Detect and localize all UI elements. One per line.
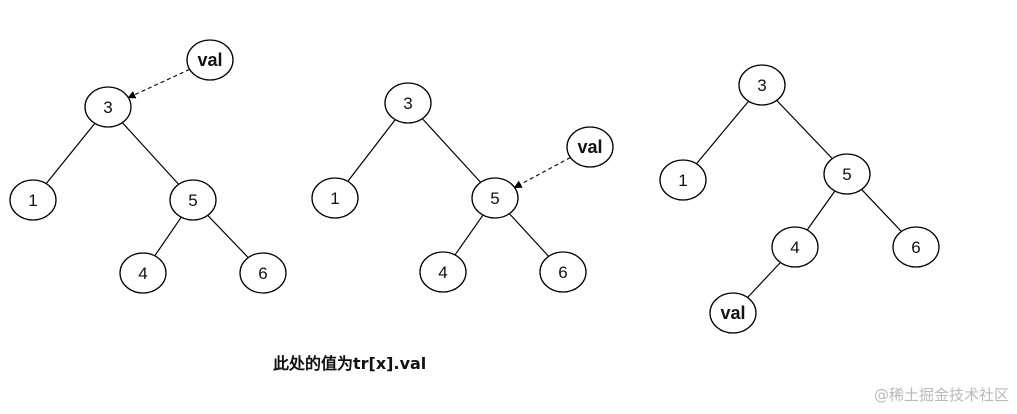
- node-circle: [771, 226, 819, 268]
- node-val: val: [566, 126, 614, 168]
- watermark-text: @稀土掘金技术社区: [873, 386, 1009, 404]
- node-circle: [709, 292, 757, 334]
- node-5: 5: [169, 179, 217, 221]
- node-circle: [186, 39, 234, 81]
- edge-5-4: [454, 214, 484, 256]
- edge-5-6: [508, 213, 550, 257]
- node-6: 6: [539, 251, 587, 293]
- node-4: 4: [119, 252, 167, 294]
- node-circle: [9, 179, 57, 221]
- node-circle: [384, 82, 432, 124]
- node-circle: [419, 251, 467, 293]
- node-6: 6: [892, 226, 940, 268]
- node-6: 6: [239, 252, 287, 294]
- tree-step-3-result: 3 1 5 4 6 val: [659, 64, 940, 334]
- tree-step-1: 3 1 5 4 6 val: [9, 39, 287, 294]
- node-1: 1: [9, 179, 57, 221]
- edge-5-6: [861, 189, 902, 232]
- node-label: 6: [258, 264, 267, 283]
- node-label: 6: [911, 238, 920, 257]
- node-circle: [119, 252, 167, 294]
- node-label: 1: [330, 189, 339, 208]
- node-1: 1: [659, 159, 707, 201]
- edge-3-5: [121, 122, 180, 185]
- node-label: 6: [558, 263, 567, 282]
- node-circle: [823, 153, 871, 195]
- node-label: 4: [438, 263, 447, 282]
- node-3: 3: [738, 64, 786, 106]
- node-val: val: [709, 292, 757, 334]
- node-label: 3: [757, 76, 766, 95]
- edge-3-1: [45, 122, 96, 185]
- node-label: 1: [28, 191, 37, 210]
- node-circle: [539, 251, 587, 293]
- node-circle: [84, 86, 132, 128]
- edge-3-1: [696, 100, 749, 165]
- edge-3-5: [421, 118, 482, 183]
- node-3: 3: [384, 82, 432, 124]
- node-4: 4: [419, 251, 467, 293]
- node-5: 5: [823, 153, 871, 195]
- node-label: 4: [790, 238, 799, 257]
- node-label: 3: [103, 98, 112, 117]
- node-label: 5: [842, 165, 851, 184]
- node-label: 3: [403, 94, 412, 113]
- node-label: val: [577, 137, 602, 157]
- node-label: 5: [490, 189, 499, 208]
- node-label: 5: [188, 191, 197, 210]
- edge-3-1: [347, 119, 396, 182]
- node-4: 4: [771, 226, 819, 268]
- node-label: val: [197, 50, 222, 70]
- edge-4-val: [747, 262, 781, 298]
- node-circle: [169, 179, 217, 221]
- node-3: 3: [84, 86, 132, 128]
- edge-3-5: [776, 99, 833, 160]
- caption-text: 此处的值为tr[x].val: [273, 354, 427, 373]
- tree-step-2: 3 1 5 4 6 val: [311, 82, 614, 293]
- node-circle: [239, 252, 287, 294]
- node-label: 4: [138, 264, 147, 283]
- node-1: 1: [311, 177, 359, 219]
- node-circle: [659, 159, 707, 201]
- node-circle: [311, 177, 359, 219]
- edge-5-4: [154, 216, 182, 257]
- dashed-pointer-arrow: [127, 68, 190, 99]
- node-circle: [566, 126, 614, 168]
- node-circle: [738, 64, 786, 106]
- node-label: val: [720, 303, 745, 323]
- node-val: val: [186, 39, 234, 81]
- node-label: 1: [678, 171, 687, 190]
- node-circle: [892, 226, 940, 268]
- node-circle: [471, 177, 519, 219]
- edge-5-6: [207, 214, 249, 259]
- node-5: 5: [471, 177, 519, 219]
- edge-5-4: [806, 190, 836, 231]
- dashed-pointer-arrow: [513, 157, 571, 188]
